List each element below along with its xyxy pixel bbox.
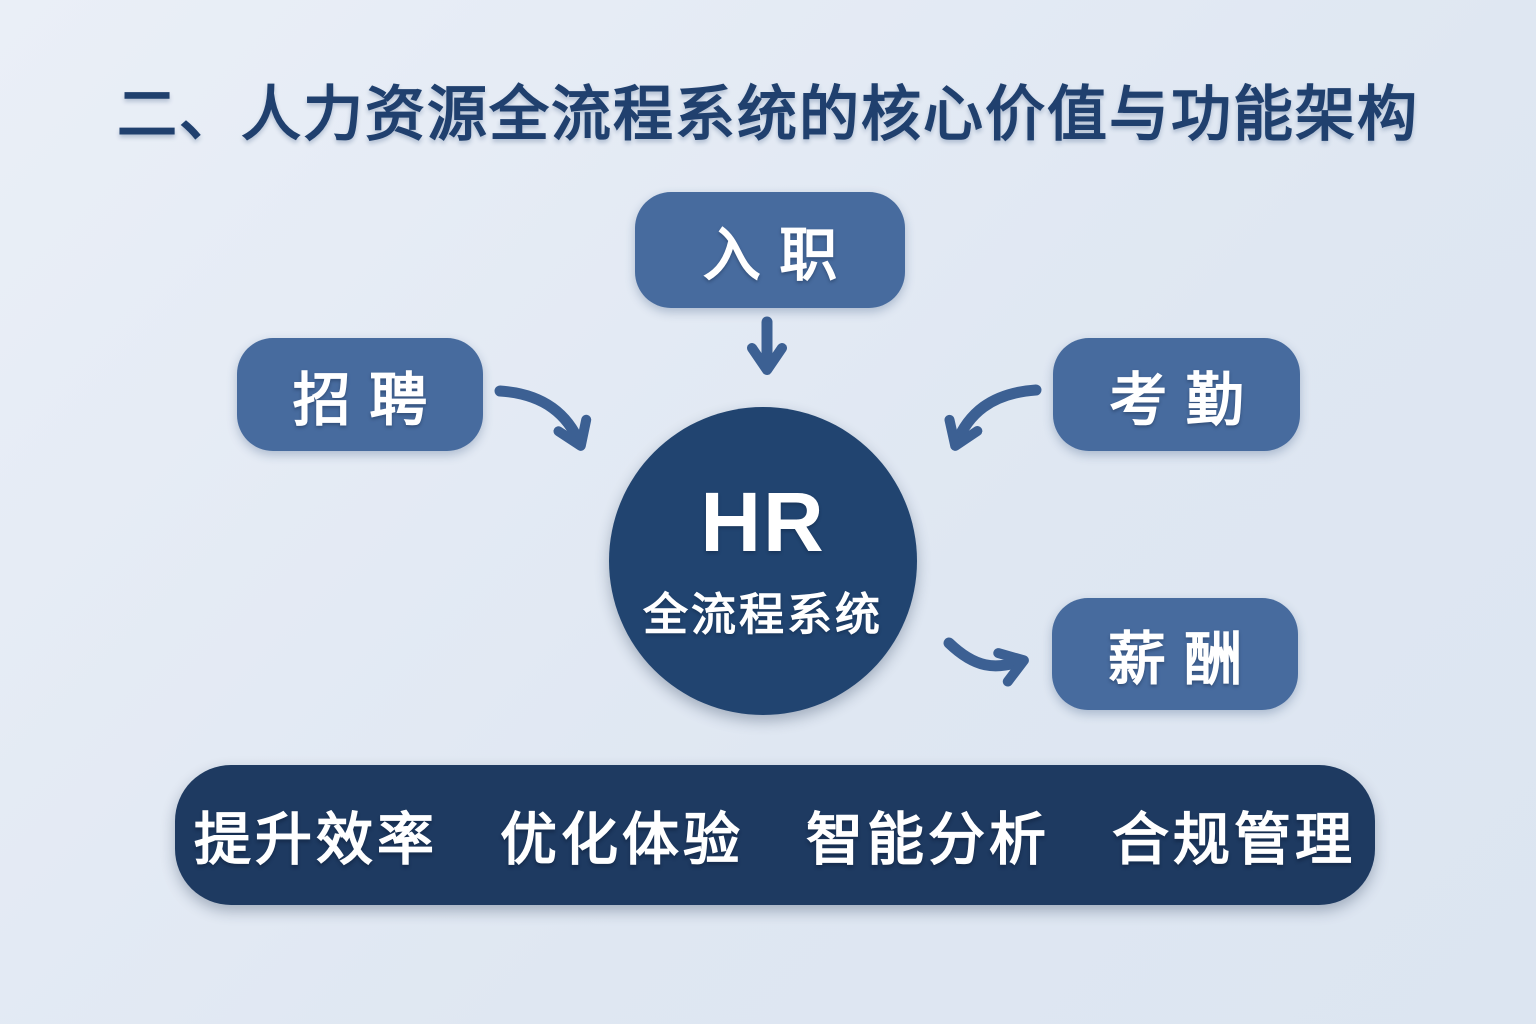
node-payroll: 薪酬 — [1052, 598, 1298, 710]
value-experience: 优化体验 — [500, 808, 744, 872]
hub-title: HR — [700, 474, 826, 569]
node-recruiting-label: 招聘 — [292, 367, 446, 433]
page-title: 二、人力资源全流程系统的核心价值与功能架构 — [117, 81, 1419, 148]
hub-circle: HR 全流程系统 — [609, 407, 917, 715]
node-recruiting: 招聘 — [237, 338, 483, 451]
arrow-attendance-to-hub — [944, 384, 1042, 451]
value-efficiency: 提升效率 — [194, 808, 438, 872]
value-bar: 提升效率 优化体验 智能分析 合规管理 — [175, 765, 1375, 905]
node-attendance: 考勤 — [1053, 338, 1300, 451]
value-analytics: 智能分析 — [806, 808, 1050, 872]
value-compliance: 合规管理 — [1112, 808, 1356, 872]
node-attendance-label: 考勤 — [1109, 367, 1263, 433]
arrow-recruiting-to-hub — [494, 385, 592, 451]
node-onboarding: 入职 — [635, 192, 905, 308]
node-onboarding-label: 入职 — [702, 223, 856, 288]
arrow-hub-to-payroll — [943, 637, 1029, 687]
node-payroll-label: 薪酬 — [1107, 627, 1261, 692]
hub-subtitle: 全流程系统 — [642, 588, 883, 640]
